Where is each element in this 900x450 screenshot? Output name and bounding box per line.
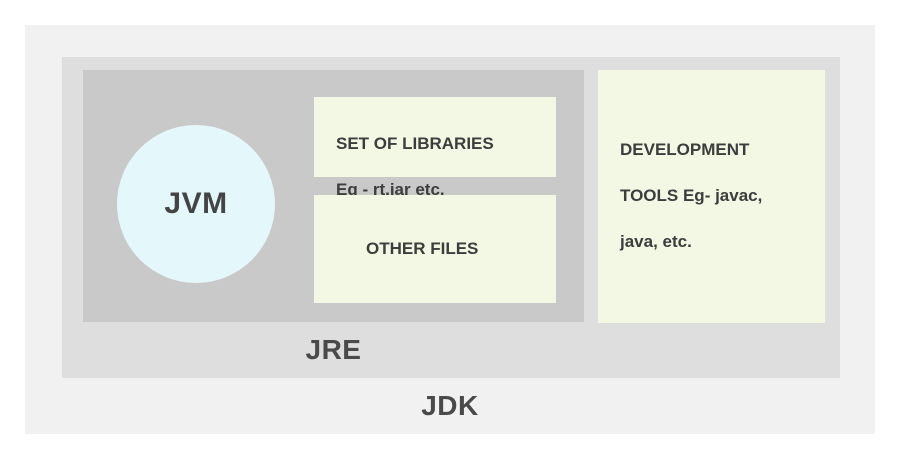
jvm-circle: JVM xyxy=(117,125,275,283)
panel-other-files: OTHER FILES xyxy=(314,195,556,303)
panel-set-of-libraries-line1: SET OF LIBRARIES xyxy=(336,133,494,153)
panel-set-of-libraries: SET OF LIBRARIES Eg - rt.jar etc. xyxy=(314,97,556,199)
jvm-label: JVM xyxy=(164,187,228,220)
panel-development-tools: DEVELOPMENT TOOLS Eg- javac, java, etc. xyxy=(598,70,825,323)
panel-development-tools-line1: DEVELOPMENT xyxy=(620,140,750,160)
jdk-container: JVM SET OF LIBRARIES Eg - rt.jar etc. OT… xyxy=(25,25,875,434)
panel-development-tools-line3: java, etc. xyxy=(620,231,692,251)
panel-other-files-line1: OTHER FILES xyxy=(366,238,479,258)
jdk-label-strip: JDK xyxy=(25,378,875,434)
panel-development-tools-line2: TOOLS Eg- javac, xyxy=(620,186,763,206)
panel-set-of-libraries-text: SET OF LIBRARIES Eg - rt.jar etc. xyxy=(336,133,556,202)
jre-label-strip: JRE xyxy=(83,322,584,378)
panel-development-tools-text: DEVELOPMENT TOOLS Eg- javac, java, etc. xyxy=(620,116,762,277)
panel-other-files-text: OTHER FILES xyxy=(366,215,478,284)
jvm-runtime-region: JVM SET OF LIBRARIES Eg - rt.jar etc. OT… xyxy=(83,70,584,322)
panel-set-of-libraries-line2: Eg - rt.jar etc. xyxy=(336,179,445,199)
jdk-label: JDK xyxy=(421,390,479,421)
jre-container: JVM SET OF LIBRARIES Eg - rt.jar etc. OT… xyxy=(62,57,840,378)
jre-label: JRE xyxy=(305,334,362,365)
